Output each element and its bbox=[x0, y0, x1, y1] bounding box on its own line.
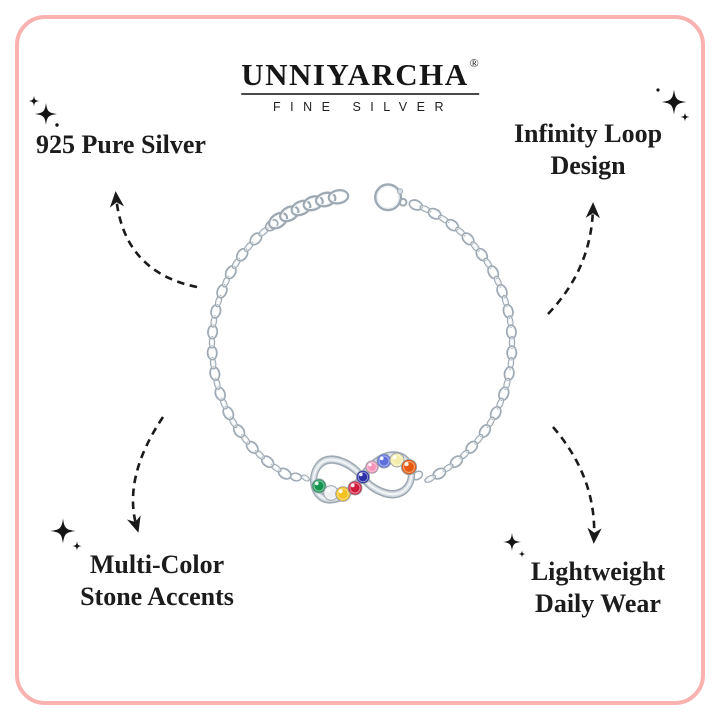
extender-chain bbox=[268, 189, 350, 230]
feature-text: Design bbox=[550, 151, 626, 180]
stone-royal-blue bbox=[355, 469, 371, 485]
sparkle-icon-top-left bbox=[28, 95, 59, 127]
brand-tagline: FINE SILVER bbox=[273, 100, 453, 114]
arrow-to-pure-silver bbox=[109, 191, 198, 289]
arrow-to-daily-wear bbox=[552, 426, 602, 544]
stone-orange bbox=[400, 458, 418, 476]
feature-label-daily-wear: Lightweight Daily Wear bbox=[507, 556, 689, 620]
stone-green bbox=[311, 478, 327, 494]
feature-text: Stone Accents bbox=[80, 582, 234, 611]
sparkle-icon-bottom-left bbox=[50, 518, 82, 551]
logo-divider bbox=[241, 93, 479, 95]
feature-label-stone-accents: Multi-Color Stone Accents bbox=[66, 549, 248, 613]
feature-label-pure-silver: 925 Pure Silver bbox=[36, 129, 226, 161]
sparkle-icon-bottom-right bbox=[503, 533, 526, 558]
feature-text: 925 Pure Silver bbox=[36, 130, 206, 159]
sparkle-icon-top-right bbox=[656, 88, 690, 122]
feature-text: Multi-Color bbox=[89, 550, 225, 579]
stone-red bbox=[347, 480, 363, 496]
registered-trademark-icon: ® bbox=[469, 56, 479, 70]
feature-label-infinity-loop: Infinity Loop Design bbox=[498, 118, 678, 182]
callout-arrows bbox=[109, 191, 602, 544]
arrow-to-infinity-loop bbox=[547, 202, 600, 315]
stone-pink bbox=[365, 460, 379, 474]
stone-periwinkle bbox=[376, 453, 392, 469]
arrow-to-stone-accents bbox=[126, 416, 165, 533]
stone-accents bbox=[311, 452, 418, 502]
clasp bbox=[374, 183, 408, 212]
feature-text: Lightweight bbox=[530, 557, 666, 586]
stone-yellow bbox=[335, 486, 351, 502]
feature-text: Infinity Loop bbox=[513, 119, 663, 148]
stone-pale-yellow bbox=[389, 452, 405, 468]
brand-logo: UNNIYARCHA® FINE SILVER bbox=[241, 48, 479, 114]
brand-name: UNNIYARCHA® bbox=[241, 56, 479, 92]
chain bbox=[206, 199, 518, 483]
feature-text: Daily Wear bbox=[535, 589, 661, 618]
